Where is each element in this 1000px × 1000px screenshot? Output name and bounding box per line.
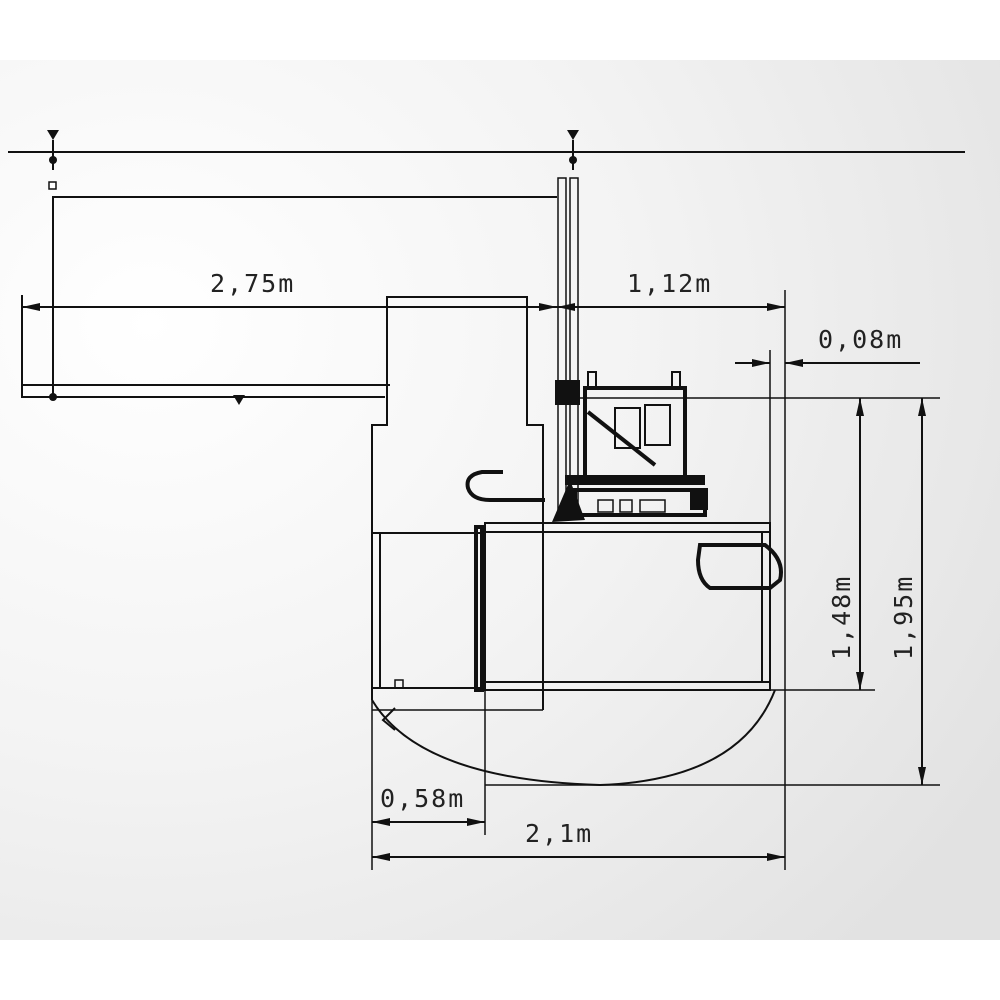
dim-total-width: 2,1m bbox=[525, 819, 593, 848]
hanger-icon bbox=[47, 130, 59, 190]
dim-side-clearance: 0,08m bbox=[818, 325, 903, 354]
operator-platform bbox=[552, 371, 708, 522]
dim-rear-overhang: 0,58m bbox=[380, 784, 465, 813]
dim-arm-offset: 1,12m bbox=[627, 269, 712, 298]
mast-column bbox=[555, 177, 580, 519]
dim-total-depth: 1,95m bbox=[889, 575, 918, 660]
hanger-icon bbox=[567, 130, 579, 170]
arm-outline bbox=[21, 196, 557, 405]
hook bbox=[465, 470, 545, 502]
dimension-lines bbox=[22, 290, 940, 870]
dim-arm-length: 2,75m bbox=[210, 269, 295, 298]
dim-body-depth: 1,48m bbox=[827, 575, 856, 660]
